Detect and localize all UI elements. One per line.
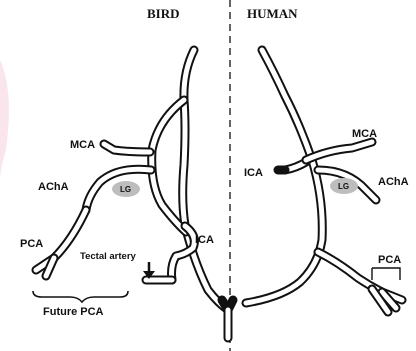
- future-pca-label: Future PCA: [43, 306, 104, 318]
- bird-ica-label: ICA: [195, 234, 214, 246]
- bird-lg-label: LG: [120, 185, 131, 194]
- human-header: HUMAN: [247, 6, 298, 21]
- human-pca-label: PCA: [378, 254, 401, 266]
- bird-vessels: [36, 50, 228, 310]
- tectal-artery-label: Tectal artery: [80, 251, 137, 262]
- human-acha-label: AChA: [378, 176, 409, 188]
- human-lg-label: LG: [338, 182, 349, 191]
- human-mca-label: MCA: [352, 128, 377, 140]
- human-pca-bracket: [372, 268, 400, 280]
- bird-mca-label: MCA: [70, 139, 95, 151]
- pink-edge-wash: [0, 60, 9, 180]
- human-vessels: [222, 50, 402, 338]
- bird-pca-label: PCA: [20, 238, 43, 250]
- human-ica-label: ICA: [244, 167, 263, 179]
- bird-header: BIRD: [147, 6, 180, 21]
- bird-acha-label: AChA: [38, 181, 69, 193]
- future-pca-brace: [33, 291, 128, 302]
